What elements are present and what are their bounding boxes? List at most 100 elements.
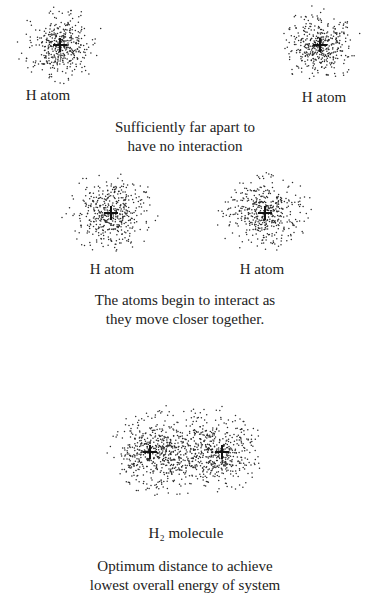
electron-dot bbox=[126, 212, 128, 214]
electron-dot bbox=[115, 436, 117, 438]
electron-density bbox=[17, 5, 361, 496]
electron-dot bbox=[321, 54, 323, 56]
electron-dot bbox=[73, 57, 75, 59]
electron-dot bbox=[35, 60, 37, 62]
electron-dot bbox=[177, 431, 179, 433]
electron-dot bbox=[87, 230, 89, 232]
electron-dot bbox=[63, 64, 65, 66]
electron-dot bbox=[70, 28, 72, 30]
electron-dot bbox=[327, 47, 329, 49]
electron-dot bbox=[156, 449, 158, 451]
electron-dot bbox=[57, 33, 59, 35]
electron-dot bbox=[116, 201, 118, 203]
electron-dot bbox=[57, 64, 59, 66]
electron-dot bbox=[312, 16, 314, 18]
electron-dot bbox=[86, 204, 88, 206]
electron-dot bbox=[302, 53, 304, 55]
electron-dot bbox=[115, 210, 117, 212]
electron-dot bbox=[118, 224, 120, 226]
electron-dot bbox=[110, 185, 112, 187]
electron-dot bbox=[149, 197, 151, 199]
electron-dot bbox=[123, 203, 125, 205]
electron-dot bbox=[106, 220, 108, 222]
electron-dot bbox=[160, 435, 162, 437]
electron-dot bbox=[100, 197, 102, 199]
electron-dot bbox=[69, 207, 71, 209]
electron-dot bbox=[294, 36, 296, 38]
electron-dot bbox=[303, 220, 305, 222]
electron-dot bbox=[125, 222, 127, 224]
electron-dot bbox=[50, 46, 52, 48]
electron-dot bbox=[150, 428, 152, 430]
electron-dot bbox=[107, 190, 109, 192]
electron-dot bbox=[251, 222, 253, 224]
electron-dot bbox=[117, 226, 119, 228]
electron-dot bbox=[102, 190, 104, 192]
electron-dot bbox=[300, 58, 302, 60]
electron-dot bbox=[96, 197, 98, 199]
electron-dot bbox=[133, 463, 135, 465]
electron-dot bbox=[301, 56, 303, 58]
electron-dot bbox=[235, 206, 237, 208]
electron-dot bbox=[313, 60, 315, 62]
electron-dot bbox=[274, 243, 276, 245]
electron-dot bbox=[307, 43, 309, 45]
electron-dot bbox=[247, 208, 249, 210]
electron-dot bbox=[96, 241, 98, 243]
electron-dot bbox=[122, 447, 124, 449]
electron-dot bbox=[254, 190, 256, 192]
electron-dot bbox=[313, 65, 315, 67]
electron-dot bbox=[174, 446, 176, 448]
electron-dot bbox=[321, 22, 323, 24]
electron-dot bbox=[277, 206, 279, 208]
electron-dot bbox=[302, 232, 304, 234]
electron-dot bbox=[268, 216, 270, 218]
electron-dot bbox=[279, 208, 281, 210]
electron-dot bbox=[259, 178, 261, 180]
electron-dot bbox=[185, 453, 187, 455]
electron-dot bbox=[124, 204, 126, 206]
electron-dot bbox=[168, 492, 170, 494]
electron-dot bbox=[291, 204, 293, 206]
electron-dot bbox=[335, 57, 337, 59]
electron-dot bbox=[235, 222, 237, 224]
electron-dot bbox=[51, 30, 53, 32]
electron-dot bbox=[35, 44, 37, 46]
electron-dot bbox=[17, 41, 19, 43]
electron-dot bbox=[259, 230, 261, 232]
electron-dot bbox=[69, 60, 71, 62]
electron-dot bbox=[103, 219, 105, 221]
electron-dot bbox=[116, 203, 118, 205]
electron-dot bbox=[276, 210, 278, 212]
electron-dot bbox=[98, 210, 100, 212]
electron-dot bbox=[70, 40, 72, 42]
electron-dot bbox=[275, 202, 277, 204]
electron-dot bbox=[249, 213, 251, 215]
electron-dot bbox=[42, 69, 44, 71]
electron-dot bbox=[153, 447, 155, 449]
electron-dot bbox=[286, 207, 288, 209]
electron-dot bbox=[307, 35, 309, 37]
electron-dot bbox=[268, 190, 270, 192]
electron-dot bbox=[264, 225, 266, 227]
electron-dot bbox=[326, 74, 328, 76]
electron-dot bbox=[160, 470, 162, 472]
electron-dot bbox=[127, 444, 129, 446]
electron-dot bbox=[321, 32, 323, 34]
electron-dot bbox=[148, 444, 150, 446]
electron-dot bbox=[110, 191, 112, 193]
electron-dot bbox=[325, 48, 327, 50]
electron-dot bbox=[276, 202, 278, 204]
electron-dot bbox=[80, 220, 82, 222]
electron-dot bbox=[310, 40, 312, 42]
electron-dot bbox=[146, 191, 148, 193]
electron-dot bbox=[102, 204, 104, 206]
electron-dot bbox=[317, 50, 319, 52]
electron-dot bbox=[304, 61, 306, 63]
electron-dot bbox=[152, 453, 154, 455]
electron-dot bbox=[317, 52, 319, 54]
electron-dot bbox=[328, 40, 330, 42]
electron-dot bbox=[94, 186, 96, 188]
electron-dot bbox=[268, 210, 270, 212]
electron-dot bbox=[300, 204, 302, 206]
